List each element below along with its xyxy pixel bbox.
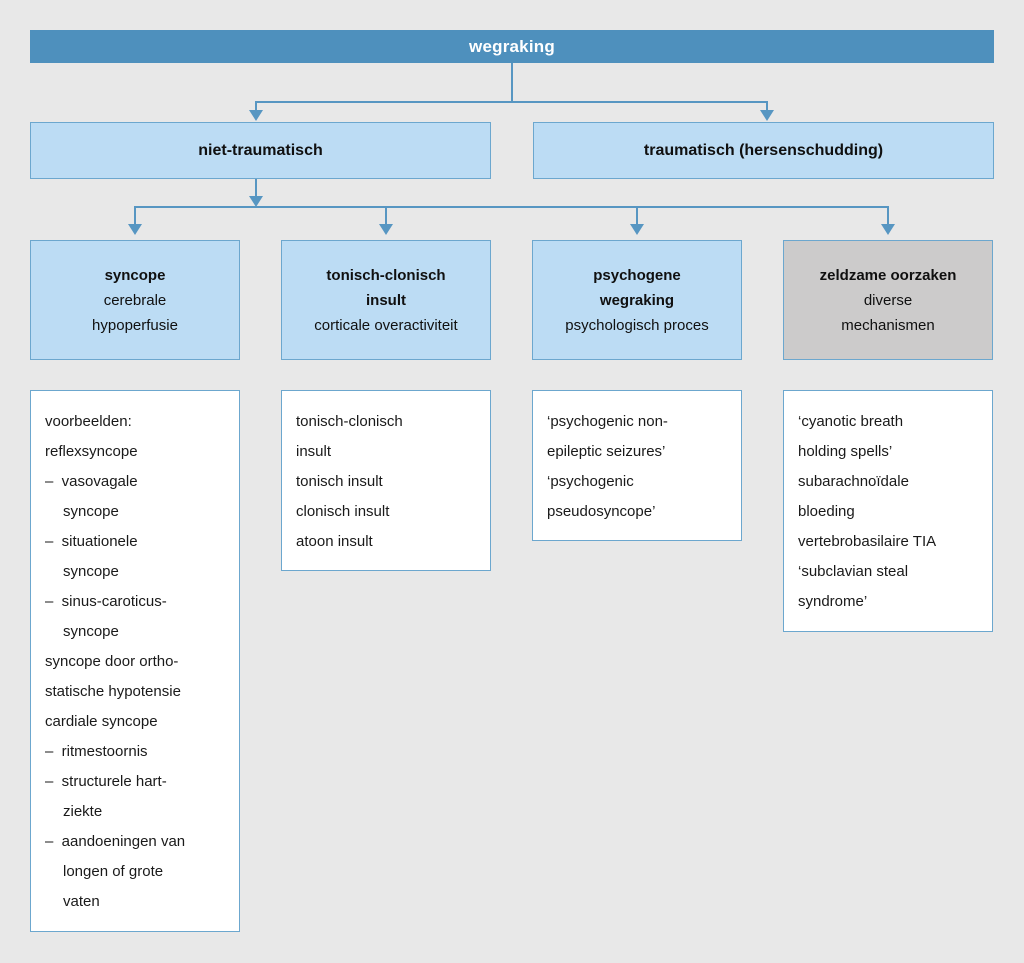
detail-line: atoon insult — [296, 533, 373, 550]
detail-line: holding spells’ — [798, 443, 893, 460]
arrowhead-insult — [379, 224, 393, 235]
connector-root-bus — [255, 101, 767, 103]
detail-box-insult-examples: tonisch-clonisch insult tonisch insult clon… — [281, 390, 491, 571]
connector-to-traumatisch — [766, 101, 768, 115]
detail-line: epileptic seizures’ — [547, 443, 666, 460]
detail-line: tonisch insult — [296, 473, 383, 490]
detail-box-zeldzame-examples: ‘cyanotic breath holding spells’ subarachn… — [783, 390, 993, 632]
node-psychogeen-title-2: wegraking — [599, 291, 675, 309]
node-syncope: syncope cerebrale hypoperfusie — [30, 240, 240, 360]
node-niet-traumatisch: niet-traumatisch — [30, 122, 491, 179]
detail-line: ziekte — [63, 803, 103, 820]
node-psychogeen-title-1: psychogene — [593, 266, 681, 284]
node-traumatisch-label: traumatisch (hersenschudding) — [643, 141, 884, 159]
detail-line: – vasovagale — [45, 473, 138, 490]
detail-line: bloeding — [798, 503, 855, 520]
detail-line: syncope — [63, 563, 119, 580]
detail-line: voorbeelden: — [45, 413, 132, 430]
node-syncope-subtitle-1: cerebrale — [103, 291, 167, 309]
node-zeldzame-oorzaken: zeldzame oorzaken diverse mechanismen — [783, 240, 993, 360]
detail-line: pseudosyncope’ — [547, 503, 656, 520]
node-traumatisch: traumatisch (hersenschudding) — [533, 122, 994, 179]
connector-to-niet-traumatisch — [255, 101, 257, 115]
detail-box-syncope-examples: voorbeelden: reflexsyncope – vasovagale syn… — [30, 390, 240, 932]
detail-line: syncope — [63, 503, 119, 520]
detail-line: statische hypotensie — [45, 683, 181, 700]
detail-line: syncope — [63, 623, 119, 640]
detail-line: syndrome’ — [798, 593, 868, 610]
connector-to-zeldzaam — [887, 206, 889, 228]
detail-line: – situationele — [45, 533, 138, 550]
node-zeldzaam-subtitle-1: diverse — [863, 291, 913, 309]
detail-line: ‘subclavian steal — [798, 563, 909, 580]
detail-line: vertebrobasilaire TIA — [798, 533, 937, 550]
node-zeldzaam-subtitle-2: mechanismen — [841, 316, 935, 334]
detail-box-psychogene-examples: ‘psychogenic non-epileptic seizures’ ‘psy… — [532, 390, 742, 541]
arrowhead-zeldzaam — [881, 224, 895, 235]
root-node-wegraking: wegraking — [30, 30, 994, 63]
detail-line: insult — [296, 443, 332, 460]
node-insult-title-1: tonisch-clonisch — [326, 266, 446, 284]
connector-level3-bus — [134, 206, 888, 208]
node-syncope-title: syncope — [104, 266, 166, 284]
connector-to-insult — [385, 206, 387, 228]
detail-line: – aandoeningen van — [45, 833, 186, 850]
node-tonisch-clonisch-insult: tonisch-clonisch insult corticale overac… — [281, 240, 491, 360]
detail-line: vaten — [63, 893, 100, 910]
detail-line: ‘psychogenic — [547, 473, 634, 490]
arrowhead-psychogeen — [630, 224, 644, 235]
detail-line: syncope door ortho- — [45, 653, 179, 670]
node-psychogeen-subtitle-1: psychologisch proces — [565, 316, 709, 334]
connector-niettraumatisch-stem — [255, 179, 257, 204]
arrowhead-traumatisch — [760, 110, 774, 121]
node-zeldzaam-title: zeldzame oorzaken — [819, 266, 957, 284]
detail-line: ‘cyanotic breath — [798, 413, 904, 430]
detail-line: – sinus-caroticus- — [45, 593, 167, 610]
connector-to-psychogeen — [636, 206, 638, 228]
arrowhead-stem-mid — [249, 196, 263, 207]
detail-line: reflexsyncope — [45, 443, 138, 460]
node-niet-traumatisch-label: niet-traumatisch — [198, 141, 323, 159]
arrowhead-niet-traumatisch — [249, 110, 263, 121]
node-syncope-subtitle-2: hypoperfusie — [92, 316, 178, 334]
node-insult-subtitle-1: corticale overactiviteit — [314, 316, 458, 334]
connector-root-stem — [511, 63, 513, 103]
detail-line: cardiale syncope — [45, 713, 158, 730]
node-insult-title-2: insult — [366, 291, 406, 309]
detail-line: longen of grote — [63, 863, 164, 880]
detail-line: subarachnoïdale — [798, 473, 909, 490]
arrowhead-syncope — [128, 224, 142, 235]
node-psychogene-wegraking: psychogene wegraking psychologisch proce… — [532, 240, 742, 360]
detail-line: ‘psychogenic non- — [547, 413, 668, 430]
detail-line: tonisch-clonisch — [296, 413, 403, 430]
detail-line: clonisch insult — [296, 503, 390, 520]
root-node-label: wegraking — [469, 36, 555, 56]
connector-to-syncope — [134, 206, 136, 228]
detail-line: – structurele hart- — [45, 773, 167, 790]
detail-line: – ritmestoornis — [45, 743, 148, 760]
